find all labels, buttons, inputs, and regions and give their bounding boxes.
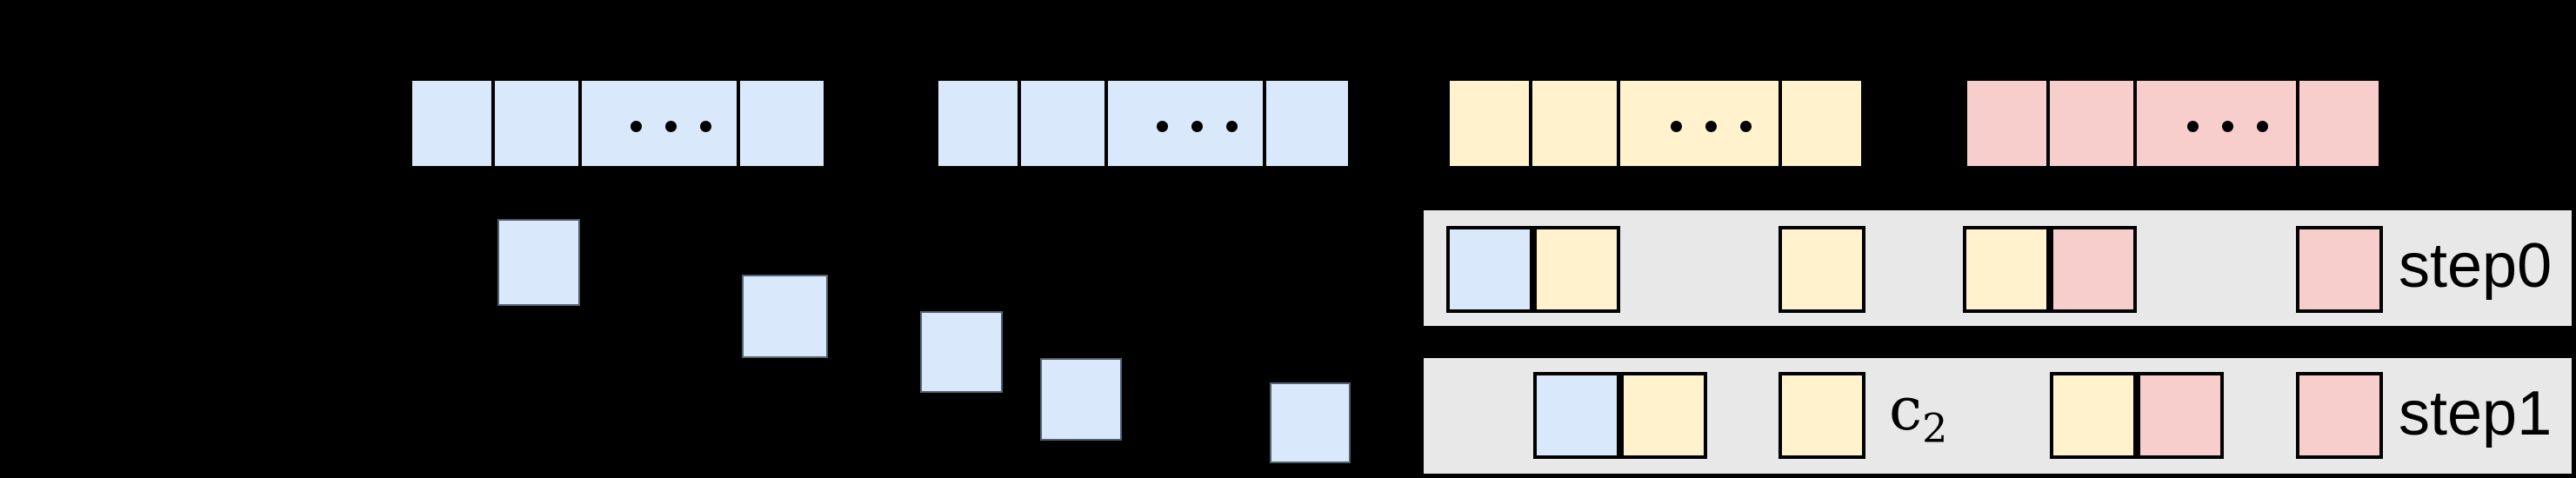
group-pink-cell-1 — [2048, 79, 2135, 168]
dot-icon — [1705, 120, 1717, 132]
group-blue-2-cell-1 — [1019, 79, 1106, 168]
cascade-box-1 — [742, 275, 828, 358]
group-yellow-cell-2 — [1618, 79, 1780, 168]
dot-icon — [1225, 120, 1238, 132]
dot-icon — [664, 120, 677, 132]
lane-step1-box-0 — [1533, 372, 1620, 459]
lane-step0-box-4 — [2050, 226, 2137, 313]
group-yellow-cell-0 — [1448, 79, 1531, 168]
dot-icon — [2222, 120, 2233, 132]
group-pink-cell-2 — [2135, 79, 2298, 168]
cascade-box-4 — [1270, 382, 1351, 463]
dot-icon — [2187, 120, 2199, 132]
lane-step1-box-3 — [2050, 372, 2137, 459]
lane-step0-box-1 — [1533, 226, 1620, 313]
group-blue-1-cell-0 — [410, 79, 493, 168]
lane-step1-box-5 — [2296, 372, 2383, 459]
group-yellow-cell-1 — [1531, 79, 1618, 168]
dot-icon — [2257, 120, 2268, 132]
dot-icon — [1156, 120, 1168, 132]
lane-step0-box-5 — [2296, 226, 2383, 313]
group-blue-1-ellipsis-dots-icon — [630, 120, 711, 132]
carry-c2-label: c2 — [1889, 375, 1948, 452]
group-blue-1-cell-1 — [493, 79, 580, 168]
lane-step1-box-1 — [1620, 372, 1707, 459]
dot-icon — [1191, 120, 1203, 132]
dot-icon — [630, 120, 642, 132]
group-yellow-cell-3 — [1780, 79, 1863, 168]
lane-step0-box-3 — [1963, 226, 2050, 313]
group-pink-ellipsis-dots-icon — [2187, 120, 2268, 132]
group-blue-2-cell-0 — [937, 79, 1019, 168]
dot-icon — [1670, 120, 1682, 132]
group-pink-cell-0 — [1965, 79, 2048, 168]
lane-step0-label: step0 — [2399, 231, 2553, 301]
group-blue-2-ellipsis-dots-icon — [1156, 120, 1238, 132]
group-blue-1-cell-2 — [580, 79, 738, 168]
group-blue-1-cell-3 — [738, 79, 825, 168]
cascade-box-2 — [920, 311, 1003, 393]
lane-step0-box-2 — [1779, 226, 1865, 313]
dot-icon — [699, 120, 711, 132]
lane-step1-box-4 — [2137, 372, 2224, 459]
group-blue-2-cell-3 — [1265, 79, 1350, 168]
cascade-box-3 — [1040, 358, 1122, 441]
lane-step1-label: step1 — [2399, 379, 2553, 448]
lane-step0-box-0 — [1446, 226, 1533, 313]
group-pink-cell-3 — [2298, 79, 2380, 168]
group-blue-2-cell-2 — [1106, 79, 1265, 168]
arrow-3 — [2312, 167, 2360, 221]
cascade-box-0 — [497, 219, 580, 306]
lane-step1-box-2 — [1779, 372, 1865, 459]
dot-icon — [1739, 120, 1752, 132]
group-yellow-ellipsis-dots-icon — [1670, 120, 1752, 132]
